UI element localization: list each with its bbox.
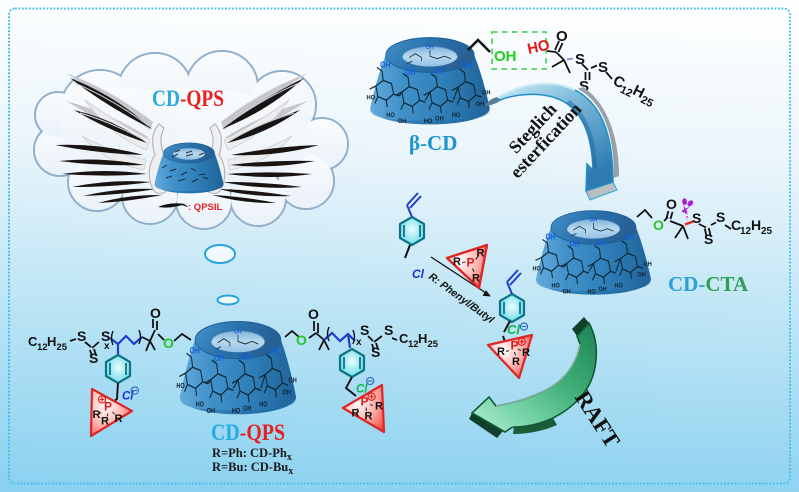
svg-text:H: H (751, 217, 761, 233)
svg-text:12: 12 (408, 339, 419, 350)
svg-text:S: S (575, 51, 585, 68)
svg-text:S: S (101, 328, 110, 344)
svg-text:Cl: Cl (507, 322, 520, 337)
svg-text:Cl: Cl (356, 384, 368, 396)
svg-text:: QPSIL: : QPSIL (188, 202, 223, 213)
svg-text:R: R (365, 411, 373, 423)
svg-text:R: R (375, 401, 383, 413)
svg-text:R: R (101, 416, 109, 428)
svg-text:25: 25 (428, 339, 439, 350)
svg-text:HO: HO (526, 36, 552, 57)
svg-text:OH: OH (494, 48, 517, 65)
svg-text:R=Ph: CD-Phx: R=Ph: CD-Phx (212, 446, 292, 463)
svg-text:P: P (467, 256, 475, 270)
svg-text:R: R (352, 408, 360, 420)
svg-text:C: C (399, 331, 409, 346)
svg-text:CD-CTA: CD-CTA (668, 272, 749, 296)
svg-text:C: C (28, 334, 38, 349)
svg-text:H: H (418, 331, 427, 346)
svg-text:S: S (579, 78, 589, 95)
svg-text:R: R (477, 248, 485, 260)
svg-text:R: R (522, 347, 530, 359)
svg-text:O: O (150, 305, 161, 321)
svg-text:O: O (163, 335, 174, 351)
svg-text:S: S (89, 350, 98, 366)
svg-text:R: R (453, 256, 461, 268)
svg-text:12: 12 (740, 226, 752, 237)
svg-text:S: S (716, 209, 725, 225)
svg-text:R=Bu: CD-Bux: R=Bu: CD-Bux (212, 460, 293, 477)
svg-text:25: 25 (57, 342, 68, 353)
svg-text:O: O (308, 306, 319, 322)
svg-text:H: H (47, 334, 56, 349)
svg-text:O: O (556, 28, 568, 45)
svg-text:CD-QPS: CD-QPS (152, 86, 224, 111)
svg-text:S: S (77, 328, 86, 344)
svg-text:25: 25 (761, 226, 773, 237)
svg-text:R: R (472, 273, 480, 285)
svg-text:12: 12 (37, 342, 48, 353)
svg-text:S: S (371, 344, 380, 360)
svg-text:x: x (104, 341, 110, 352)
svg-text:R: R (93, 409, 101, 421)
svg-text:P: P (361, 395, 369, 409)
svg-text:S: S (384, 322, 393, 338)
svg-text:25: 25 (639, 94, 655, 110)
svg-text:R: R (512, 356, 520, 368)
svg-text:O: O (296, 332, 307, 348)
svg-text:S: S (598, 59, 608, 76)
svg-text:R: R (497, 346, 505, 358)
svg-text:P: P (511, 339, 519, 353)
svg-text:x: x (356, 337, 362, 348)
svg-text:CD-QPS: CD-QPS (211, 420, 285, 445)
svg-text:Cl: Cl (122, 391, 134, 403)
svg-text:12: 12 (618, 84, 634, 100)
svg-text:S: S (692, 210, 701, 226)
svg-text:C: C (731, 217, 741, 233)
svg-text:S: S (704, 231, 713, 247)
svg-text:Cl: Cl (412, 267, 425, 281)
svg-text:R: R (115, 413, 123, 425)
svg-text:O: O (666, 196, 677, 212)
svg-text:O: O (653, 217, 664, 233)
svg-text:S: S (360, 322, 369, 338)
svg-text:P: P (104, 400, 112, 414)
svg-text:β-CD: β-CD (409, 131, 457, 155)
